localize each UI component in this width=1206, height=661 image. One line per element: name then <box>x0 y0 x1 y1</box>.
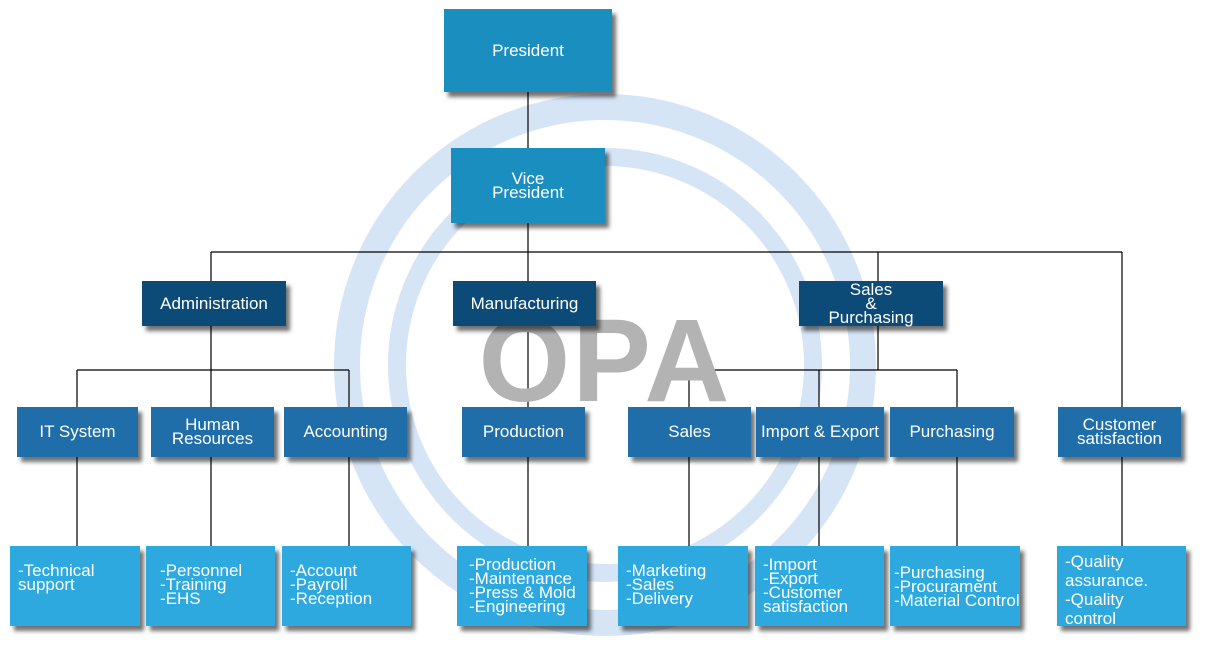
node-human-resources: Human Resources <box>151 407 274 457</box>
node-purchasing: Purchasing <box>890 407 1014 457</box>
node-vice-president: Vice President <box>451 148 605 223</box>
node-administration: Administration <box>142 281 286 326</box>
duties-import-export: -Import -Export -Customer satisfaction <box>755 546 884 626</box>
node-manufacturing: Manufacturing <box>453 281 596 326</box>
duties-customer-satisfaction: -Quality assurance. -Quality control <box>1057 546 1186 628</box>
node-it-system: IT System <box>17 407 138 457</box>
node-customer-satisfaction: Customer satisfaction <box>1058 407 1181 457</box>
node-president: President <box>444 9 612 92</box>
duties-purchasing: -Purchasing -Procurament -Material Contr… <box>890 546 1020 626</box>
duties-it-system: -Technical support <box>10 546 140 626</box>
duties-human-resources: -Personnel -Training -EHS <box>146 546 275 626</box>
node-sales: Sales <box>628 407 751 457</box>
watermark-outer-ring <box>334 94 876 636</box>
node-accounting: Accounting <box>284 407 407 457</box>
connector-lines <box>76 92 1123 546</box>
duties-sales: -Marketing -Sales -Delivery <box>618 546 748 626</box>
duties-production: -Production -Maintenance -Press & Mold -… <box>457 546 587 626</box>
node-production: Production <box>462 407 585 457</box>
watermark-rings <box>334 94 876 636</box>
watermark-inner-ring <box>388 148 822 582</box>
duties-accounting: -Account -Payroll -Reception <box>282 546 411 626</box>
node-sales-purchasing: Sales & Purchasing <box>799 281 943 326</box>
node-import-export: Import & Export <box>756 407 884 457</box>
